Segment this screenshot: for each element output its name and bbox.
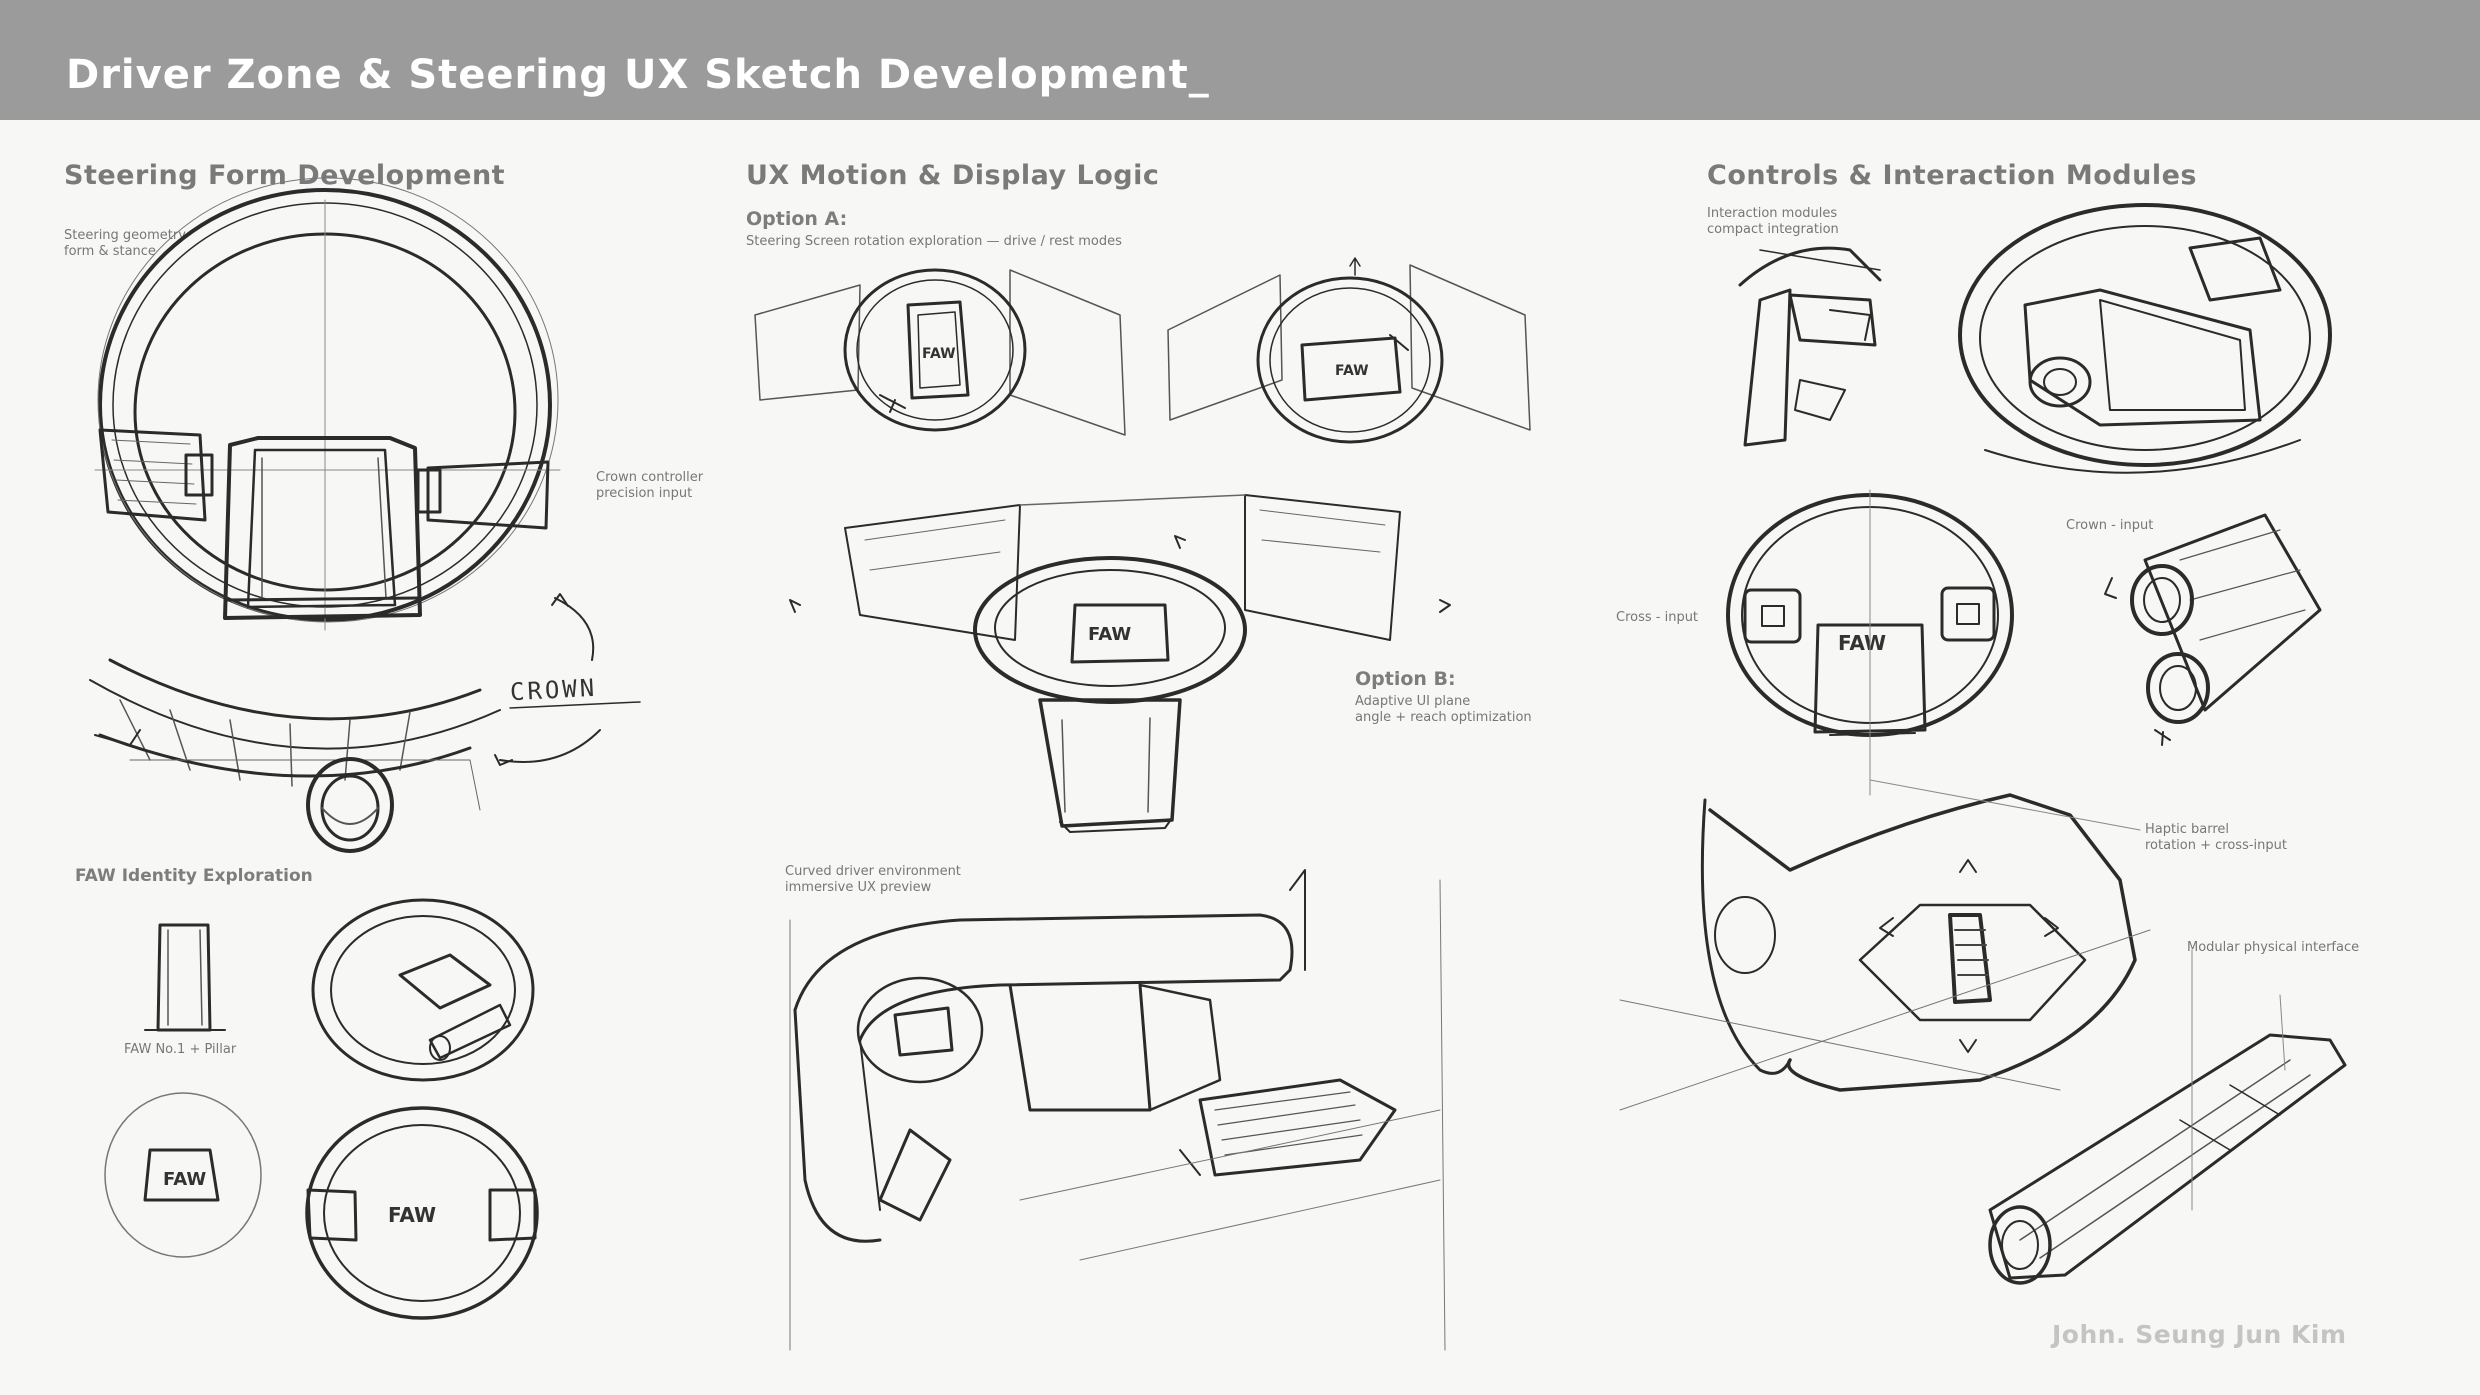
note-line: compact integration xyxy=(1707,222,1839,237)
note-option-b: Adaptive UI plane angle + reach optimiza… xyxy=(1355,694,1532,726)
note-line: form & stance xyxy=(64,244,156,259)
note-line: Crown controller xyxy=(596,470,704,485)
option-a-sketch-left: FAW xyxy=(755,270,1125,435)
note-crown-input: Crown - input xyxy=(2066,518,2154,533)
faw-wheel-sketch-bottom: FAW xyxy=(307,1108,537,1318)
note-faw-pillar: FAW No.1 + Pillar xyxy=(124,1042,237,1057)
note-modular-interface: Modular physical interface xyxy=(2187,940,2360,955)
note-haptic-barrel: Haptic barrel rotation + cross-input xyxy=(2145,822,2287,854)
note-crown-controller: Crown controller precision input xyxy=(596,470,703,502)
curved-driver-environment-sketch xyxy=(790,870,1445,1350)
faw-mark-cross-wheel: FAW xyxy=(1838,631,1886,655)
header-bar: Driver Zone & Steering UX Sketch Develop… xyxy=(0,0,2480,120)
option-a-label: Option A: xyxy=(746,208,848,230)
faw-disc-sketch: FAW xyxy=(105,1093,261,1257)
page-title: Driver Zone & Steering UX Sketch Develop… xyxy=(66,52,1210,98)
faw-pillar-sketch xyxy=(145,925,225,1030)
note-cross-input: Cross - input xyxy=(1616,610,1699,625)
note-option-a: Steering Screen rotation exploration — d… xyxy=(746,234,1122,249)
option-b-label: Option B: xyxy=(1355,668,1456,690)
faw-mark-option-a: FAW xyxy=(922,346,956,362)
identity-exploration-title: FAW Identity Exploration xyxy=(75,866,313,886)
faw-mark-dashboard: FAW xyxy=(1088,624,1131,645)
modular-interface-sketch xyxy=(1990,950,2345,1283)
note-line: Adaptive UI plane xyxy=(1355,694,1471,709)
interaction-module-wheel-sketch xyxy=(1960,205,2330,473)
option-b-dashboard-sketch: FAW xyxy=(790,495,1450,832)
note-line: angle + reach optimization xyxy=(1355,710,1532,725)
steering-wheel-main-sketch xyxy=(90,178,640,851)
note-interaction-modules: Interaction modules compact integration xyxy=(1707,206,1839,238)
note-curved-environment: Curved driver environment immersive UX p… xyxy=(785,864,961,896)
note-line: Interaction modules xyxy=(1707,206,1838,221)
note-line: Haptic barrel xyxy=(2145,822,2229,837)
note-line: rotation + cross-input xyxy=(2145,838,2287,853)
faw-mark-option-a-rest: FAW xyxy=(1335,363,1369,379)
section-title-ux-motion: UX Motion & Display Logic xyxy=(746,160,1160,191)
designer-signature: John. Seung Jun Kim xyxy=(2052,1320,2347,1349)
cross-input-wheel-sketch: FAW xyxy=(1728,490,2012,790)
faw-ring-sketch-top xyxy=(313,900,533,1080)
note-line: Steering geometry xyxy=(64,228,186,243)
note-line: immersive UX preview xyxy=(785,880,932,895)
section-title-controls: Controls & Interaction Modules xyxy=(1707,160,2197,191)
crown-input-module-sketch xyxy=(2105,515,2320,745)
section-title-steering: Steering Form Development xyxy=(64,160,506,191)
note-line: precision input xyxy=(596,486,693,501)
option-a-sketch-right: FAW xyxy=(1168,258,1530,442)
haptic-barrel-module-sketch xyxy=(1620,780,2150,1110)
note-line: Curved driver environment xyxy=(785,864,961,879)
faw-mark-wheel: FAW xyxy=(388,1203,436,1227)
interaction-module-small-sketch xyxy=(1740,248,1880,445)
faw-mark-small: FAW xyxy=(163,1169,206,1190)
note-steering-geometry: Steering geometry form & stance xyxy=(64,228,186,260)
